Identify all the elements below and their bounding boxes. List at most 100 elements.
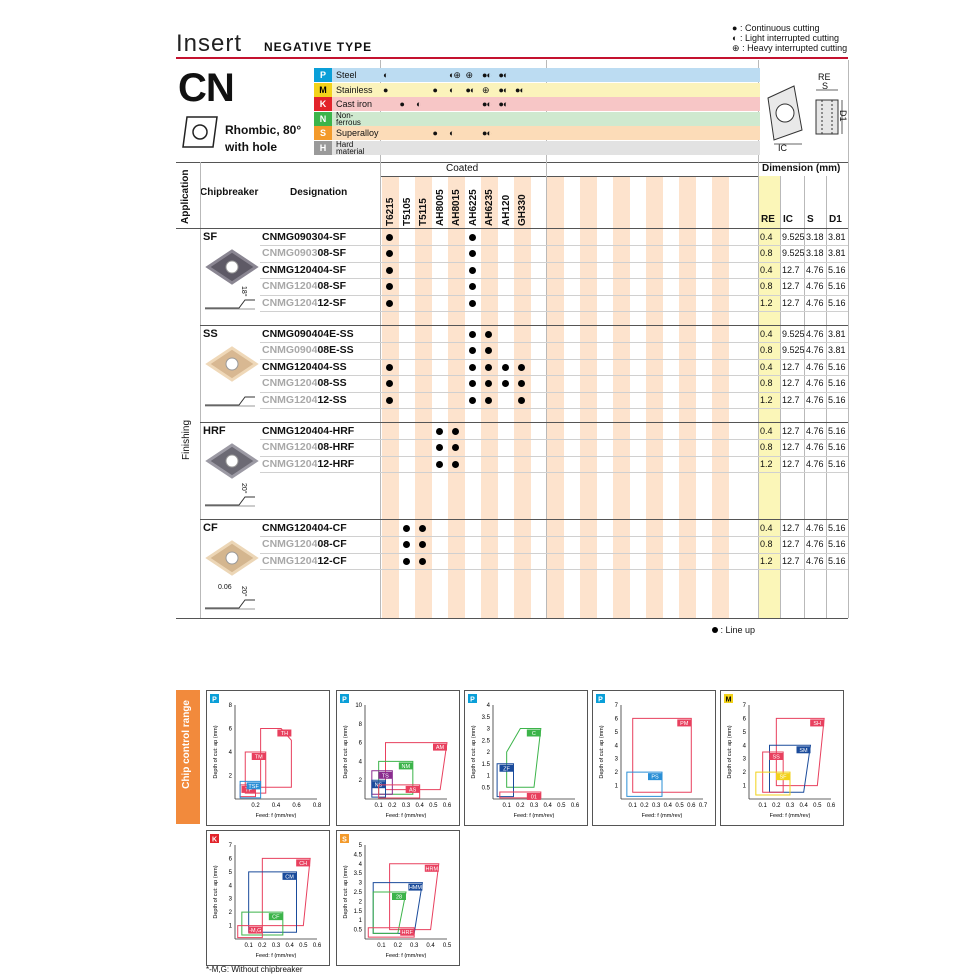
dim-value: 0.8 xyxy=(760,248,773,259)
y-tick-label: 2.5 xyxy=(482,738,491,744)
group-rule xyxy=(200,519,848,520)
dim-value: 5.16 xyxy=(828,458,846,469)
dim-vline xyxy=(804,176,805,618)
region-label-PS: PS xyxy=(651,775,659,781)
material-mark: ●◐ xyxy=(515,84,525,95)
region-28 xyxy=(372,891,407,934)
material-key-badge xyxy=(210,834,219,843)
material-mark: ●◐ xyxy=(482,70,492,80)
availability-dot xyxy=(468,250,476,258)
grade-AH6235: AH6235 xyxy=(484,189,495,226)
x-tick-label: 0.3 xyxy=(530,803,539,809)
dim-value: 9.525 xyxy=(782,345,805,356)
x-tick-label: 0.3 xyxy=(402,803,411,809)
grade-T5115: T5115 xyxy=(418,198,429,226)
dim-header-IC: IC xyxy=(783,214,793,225)
availability-dot xyxy=(386,396,393,404)
availability-dot xyxy=(485,363,492,371)
x-tick-label: 0.2 xyxy=(258,943,267,949)
region-badge-CF xyxy=(268,913,283,921)
region-label-C: C xyxy=(532,731,536,737)
dim-value: 12.7 xyxy=(782,281,800,292)
region-badge-TSF xyxy=(246,782,261,790)
material-name-M: Stainless xyxy=(336,84,373,95)
material-mark: ●◐ xyxy=(482,99,492,109)
table-vline xyxy=(546,60,547,618)
coated-header: Coated xyxy=(446,163,479,174)
availability-dot xyxy=(452,428,459,435)
region-label-PM: PM xyxy=(680,721,689,727)
dim-value: 9.525 xyxy=(782,232,805,242)
region-label-SM: SM xyxy=(799,748,808,754)
dim-value: 0.4 xyxy=(760,361,773,372)
availability-dot xyxy=(468,266,476,274)
x-tick-label: 0.5 xyxy=(675,803,684,809)
y-tick-label: 3 xyxy=(615,757,619,763)
grade-column-shade xyxy=(613,176,630,618)
dim-value: 0.4 xyxy=(760,329,773,339)
y-axis-label: Depth of cut: ap (mm) xyxy=(213,865,219,918)
dim-value: 4.76 xyxy=(806,555,824,566)
y-tick-label: 4 xyxy=(359,759,363,765)
material-mark: ●◐ xyxy=(465,84,476,95)
dimension-header: Dimension (mm) xyxy=(762,163,841,174)
region-badge-CM xyxy=(282,872,297,880)
material-key-text: P xyxy=(212,697,217,704)
region-badge-SF xyxy=(776,773,790,781)
material-mark: ◐⊕ xyxy=(449,70,461,80)
dim-value: 12.7 xyxy=(782,442,800,453)
material-key-text: S xyxy=(342,837,347,844)
legend-light: ◐ : Light interrupted cutting xyxy=(732,33,840,43)
region-HRM xyxy=(389,863,440,931)
dim-value: 4.76 xyxy=(806,297,824,308)
y-tick-label: 5 xyxy=(229,870,233,876)
material-key-H: H xyxy=(314,140,332,155)
insert-dimension-diagram: RE S IC D1 xyxy=(760,70,848,160)
row-rule xyxy=(260,311,848,312)
availability-dot xyxy=(501,380,509,388)
y-tick-label: 5 xyxy=(743,730,747,736)
chipbreaker-profile xyxy=(203,588,257,612)
y-tick-label: 2.5 xyxy=(354,890,363,896)
x-axis-label: Feed: f (mm/rev) xyxy=(770,813,811,819)
x-tick-label: 0.4 xyxy=(664,803,673,809)
x-tick-label: 0.5 xyxy=(443,943,452,949)
dim-value: 1.2 xyxy=(760,297,773,308)
y-tick-label: 1 xyxy=(487,774,491,780)
availability-dot xyxy=(386,266,393,274)
legend-continuous: ● : Continuous cutting xyxy=(732,23,820,33)
region-label-ZF: ZF xyxy=(503,766,510,772)
x-axis-label: Feed: f (mm/rev) xyxy=(386,813,427,819)
dim-value: 4.76 xyxy=(806,345,824,356)
x-tick-label: 0.1 xyxy=(244,943,253,949)
chipbreaker-profile xyxy=(203,288,257,312)
designation: CNMG120412-HRF xyxy=(262,457,355,470)
re-column-shade xyxy=(758,176,780,618)
region-badge-28 xyxy=(392,893,406,900)
y-tick-label: 3 xyxy=(359,881,363,887)
region-badge-AS xyxy=(405,785,420,793)
designation: CNMG120404-HRF xyxy=(262,425,355,437)
dim-value: 5.16 xyxy=(828,539,846,550)
dim-value: 0.8 xyxy=(760,281,773,292)
material-mark: ● xyxy=(432,128,439,138)
x-tick-label: 0.4 xyxy=(799,803,808,809)
y-axis-label: Depth of cut: ap (mm) xyxy=(343,865,349,918)
availability-dot xyxy=(386,283,393,291)
dim-value: 5.16 xyxy=(828,523,846,533)
x-axis-label: Feed: f (mm/rev) xyxy=(256,813,297,819)
insert-photo-CF xyxy=(202,538,260,578)
dim-value: 3.81 xyxy=(828,232,846,242)
y-tick-label: 4 xyxy=(229,883,233,889)
y-axis-label: Depth of cut: ap (mm) xyxy=(727,725,733,778)
y-tick-label: 4 xyxy=(743,743,747,749)
availability-dot xyxy=(402,525,410,532)
dim-value: 12.7 xyxy=(782,539,800,550)
region-badge-SS xyxy=(769,753,784,760)
material-name-N: Non-ferrous xyxy=(336,110,361,127)
dim-value: 0.4 xyxy=(760,523,773,533)
region-label-TF: TF xyxy=(245,787,252,793)
x-tick-label: 0.3 xyxy=(786,803,795,809)
